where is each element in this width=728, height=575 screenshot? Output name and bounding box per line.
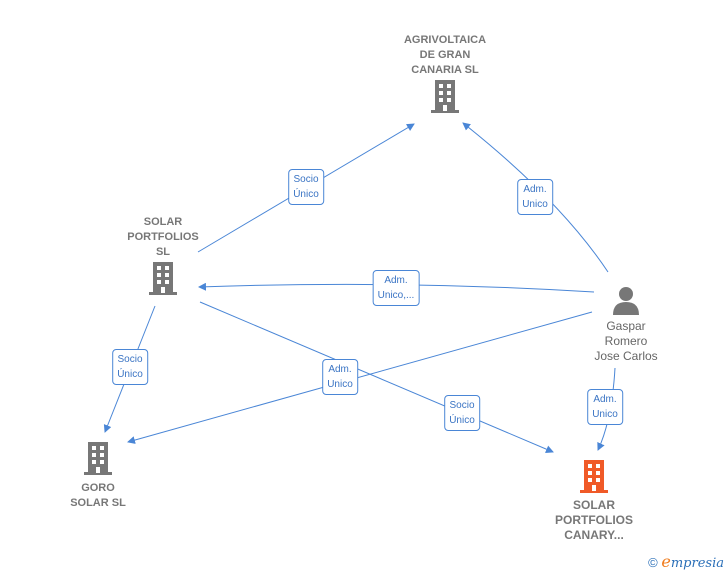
building-icon: [149, 262, 177, 295]
building-icon: [580, 460, 608, 493]
edge-solar-canary: [199, 301, 554, 453]
edge-label[interactable]: Adm. Unico: [322, 359, 358, 395]
brand-rest: mpresia: [670, 556, 724, 571]
edge-label[interactable]: Adm. Unico: [517, 179, 553, 215]
node-label: SOLAR PORTFOLIOS CANARY...: [555, 498, 633, 542]
edge-label[interactable]: Socio Único: [288, 169, 324, 205]
edge-label[interactable]: Adm. Unico,...: [372, 270, 420, 306]
node-agrivoltaica[interactable]: AGRIVOLTAICA DE GRAN CANARIA SL: [395, 33, 495, 119]
node-canary[interactable]: SOLAR PORTFOLIOS CANARY...: [544, 458, 644, 543]
edge-gaspar-goro: [127, 311, 593, 444]
empresia-logo: © empresia: [648, 552, 724, 571]
node-gaspar[interactable]: Gaspar Romero Jose Carlos: [576, 285, 676, 364]
node-label: GORO SOLAR SL: [70, 482, 126, 509]
person-icon: [613, 287, 639, 315]
node-label: SOLAR PORTFOLIOS SL: [127, 216, 199, 258]
building-icon: [84, 442, 112, 475]
node-label: Gaspar Romero Jose Carlos: [594, 319, 658, 363]
node-goro[interactable]: GORO SOLAR SL: [48, 440, 148, 511]
edge-label[interactable]: Adm. Unico: [587, 389, 623, 425]
node-label: AGRIVOLTAICA DE GRAN CANARIA SL: [403, 34, 487, 76]
edge-label[interactable]: Socio Único: [444, 395, 480, 431]
building-icon: [431, 80, 459, 113]
brand-e: e: [661, 552, 671, 571]
edge-label[interactable]: Socio Único: [112, 349, 148, 385]
copyright-icon: ©: [648, 555, 658, 570]
node-solar-portfolios[interactable]: SOLAR PORTFOLIOS SL: [113, 215, 213, 301]
